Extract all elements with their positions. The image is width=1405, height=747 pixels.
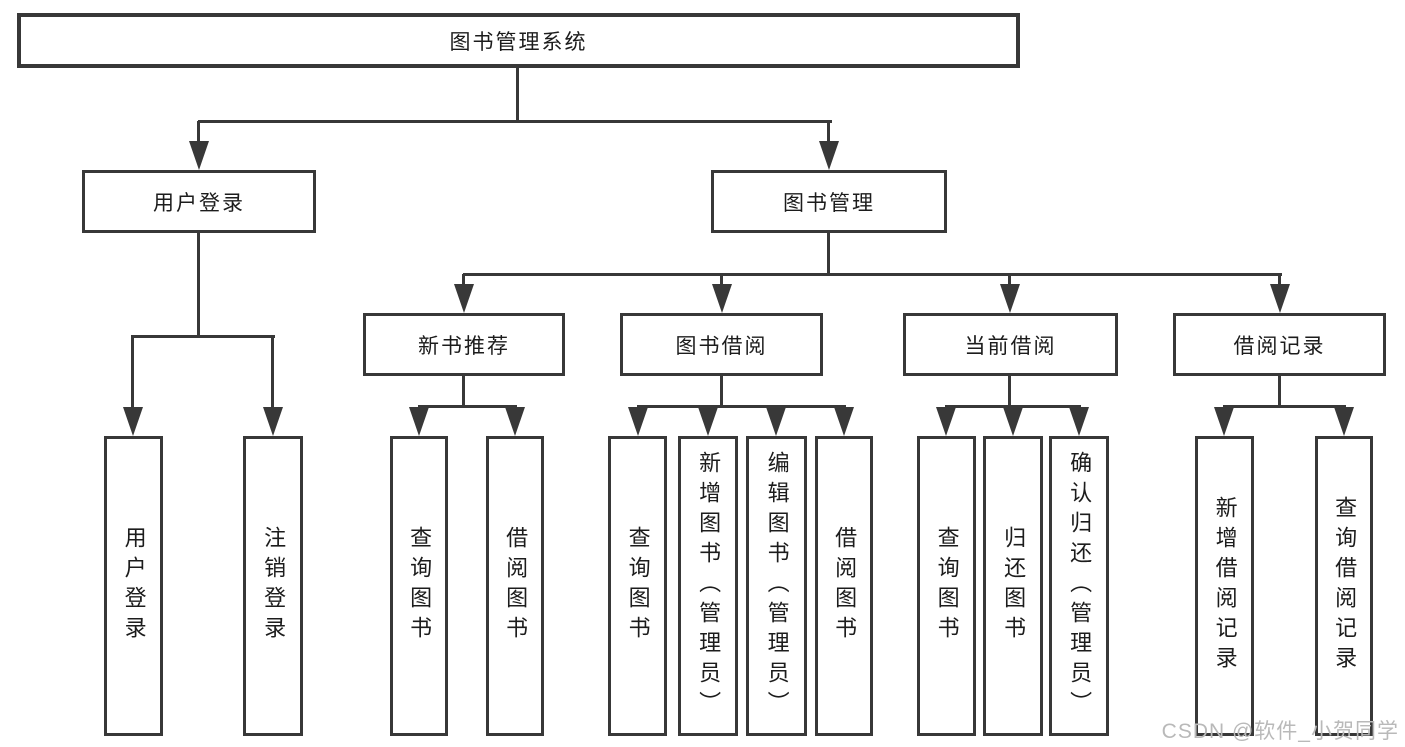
- connector-line: [516, 66, 519, 123]
- connector-line: [1223, 405, 1346, 408]
- leaf-label: 用户登录: [121, 526, 147, 646]
- leaf-label: 新增图书（管理员）: [696, 451, 722, 721]
- leaf-label: 查询图书: [934, 526, 960, 646]
- arrow-head: [123, 407, 143, 436]
- connector-line: [1278, 274, 1281, 288]
- connector-line: [131, 335, 275, 338]
- leaf-query-books-current: 查询图书: [917, 436, 976, 736]
- node-borrow-records: 借阅记录: [1173, 313, 1386, 376]
- arrow-head: [1000, 284, 1020, 313]
- arrow-head: [1214, 407, 1234, 436]
- arrow-head: [712, 284, 732, 313]
- node-label: 当前借阅: [964, 334, 1057, 358]
- arrow-head: [1003, 407, 1023, 436]
- arrow-head: [936, 407, 956, 436]
- connector-line: [827, 232, 830, 276]
- connector-line: [463, 273, 1282, 276]
- node-label: 用户登录: [153, 191, 245, 215]
- arrow-head: [819, 141, 839, 170]
- arrow-head: [1069, 407, 1089, 436]
- node-new-book-recommend: 新书推荐: [363, 313, 565, 376]
- arrow-head: [505, 407, 525, 436]
- arrow-head: [698, 407, 718, 436]
- arrow-head: [189, 141, 209, 170]
- connector-line: [462, 274, 465, 288]
- leaf-query-borrow-record: 查询借阅记录: [1315, 436, 1373, 736]
- connector-line: [720, 274, 723, 288]
- node-label: 借阅记录: [1233, 334, 1326, 358]
- arrow-head: [263, 407, 283, 436]
- leaf-label: 查询图书: [625, 526, 651, 646]
- leaf-label: 归还图书: [1001, 526, 1027, 646]
- arrow-head: [628, 407, 648, 436]
- leaf-query-books-recommend: 查询图书: [390, 436, 448, 736]
- node-label: 图书借阅: [675, 334, 768, 358]
- node-user-login: 用户登录: [82, 170, 316, 233]
- connector-line: [197, 232, 200, 338]
- node-current-borrow: 当前借阅: [903, 313, 1118, 376]
- arrow-head: [766, 407, 786, 436]
- node-label: 图书管理: [783, 191, 875, 215]
- leaf-label: 确认归还（管理员）: [1067, 451, 1093, 721]
- leaf-label: 借阅图书: [503, 526, 529, 646]
- leaf-logout: 注销登录: [243, 436, 303, 736]
- connector-line: [198, 120, 832, 123]
- connector-line: [1008, 375, 1011, 408]
- node-book-borrow: 图书借阅: [620, 313, 823, 376]
- leaf-user-login: 用户登录: [104, 436, 163, 736]
- leaf-return-books: 归还图书: [983, 436, 1043, 736]
- arrow-head: [834, 407, 854, 436]
- connector-line: [131, 336, 134, 412]
- connector-line: [271, 336, 274, 412]
- leaf-confirm-return-admin: 确认归还（管理员）: [1049, 436, 1109, 736]
- connector-line: [197, 121, 200, 147]
- leaf-add-book-admin: 新增图书（管理员）: [678, 436, 738, 736]
- node-label: 新书推荐: [418, 334, 510, 358]
- csdn-watermark: CSDN @软件_小贺同学: [1161, 720, 1399, 743]
- connector-line: [637, 405, 846, 408]
- node-label: 图书管理系统: [449, 30, 588, 54]
- leaf-label: 编辑图书（管理员）: [764, 451, 790, 721]
- leaf-label: 借阅图书: [832, 526, 858, 646]
- arrow-head: [454, 284, 474, 313]
- leaf-query-books-borrow: 查询图书: [608, 436, 667, 736]
- connector-line: [418, 405, 517, 408]
- connector-line: [945, 405, 1081, 408]
- leaf-label: 注销登录: [261, 526, 287, 646]
- leaf-borrow-books-recommend: 借阅图书: [486, 436, 544, 736]
- arrow-head: [1334, 407, 1354, 436]
- node-book-management: 图书管理: [711, 170, 947, 233]
- leaf-borrow-books: 借阅图书: [815, 436, 873, 736]
- connector-line: [1008, 274, 1011, 288]
- connector-line: [1278, 375, 1281, 408]
- node-book-management-system: 图书管理系统: [17, 13, 1020, 68]
- connector-line: [462, 375, 465, 408]
- connector-line: [827, 121, 830, 147]
- leaf-label: 查询借阅记录: [1332, 496, 1358, 676]
- leaf-add-borrow-record: 新增借阅记录: [1195, 436, 1254, 736]
- connector-line: [720, 375, 723, 408]
- leaf-label: 查询图书: [407, 526, 433, 646]
- leaf-label: 新增借阅记录: [1212, 496, 1238, 676]
- arrow-head: [1270, 284, 1290, 313]
- arrow-head: [409, 407, 429, 436]
- leaf-edit-book-admin: 编辑图书（管理员）: [746, 436, 807, 736]
